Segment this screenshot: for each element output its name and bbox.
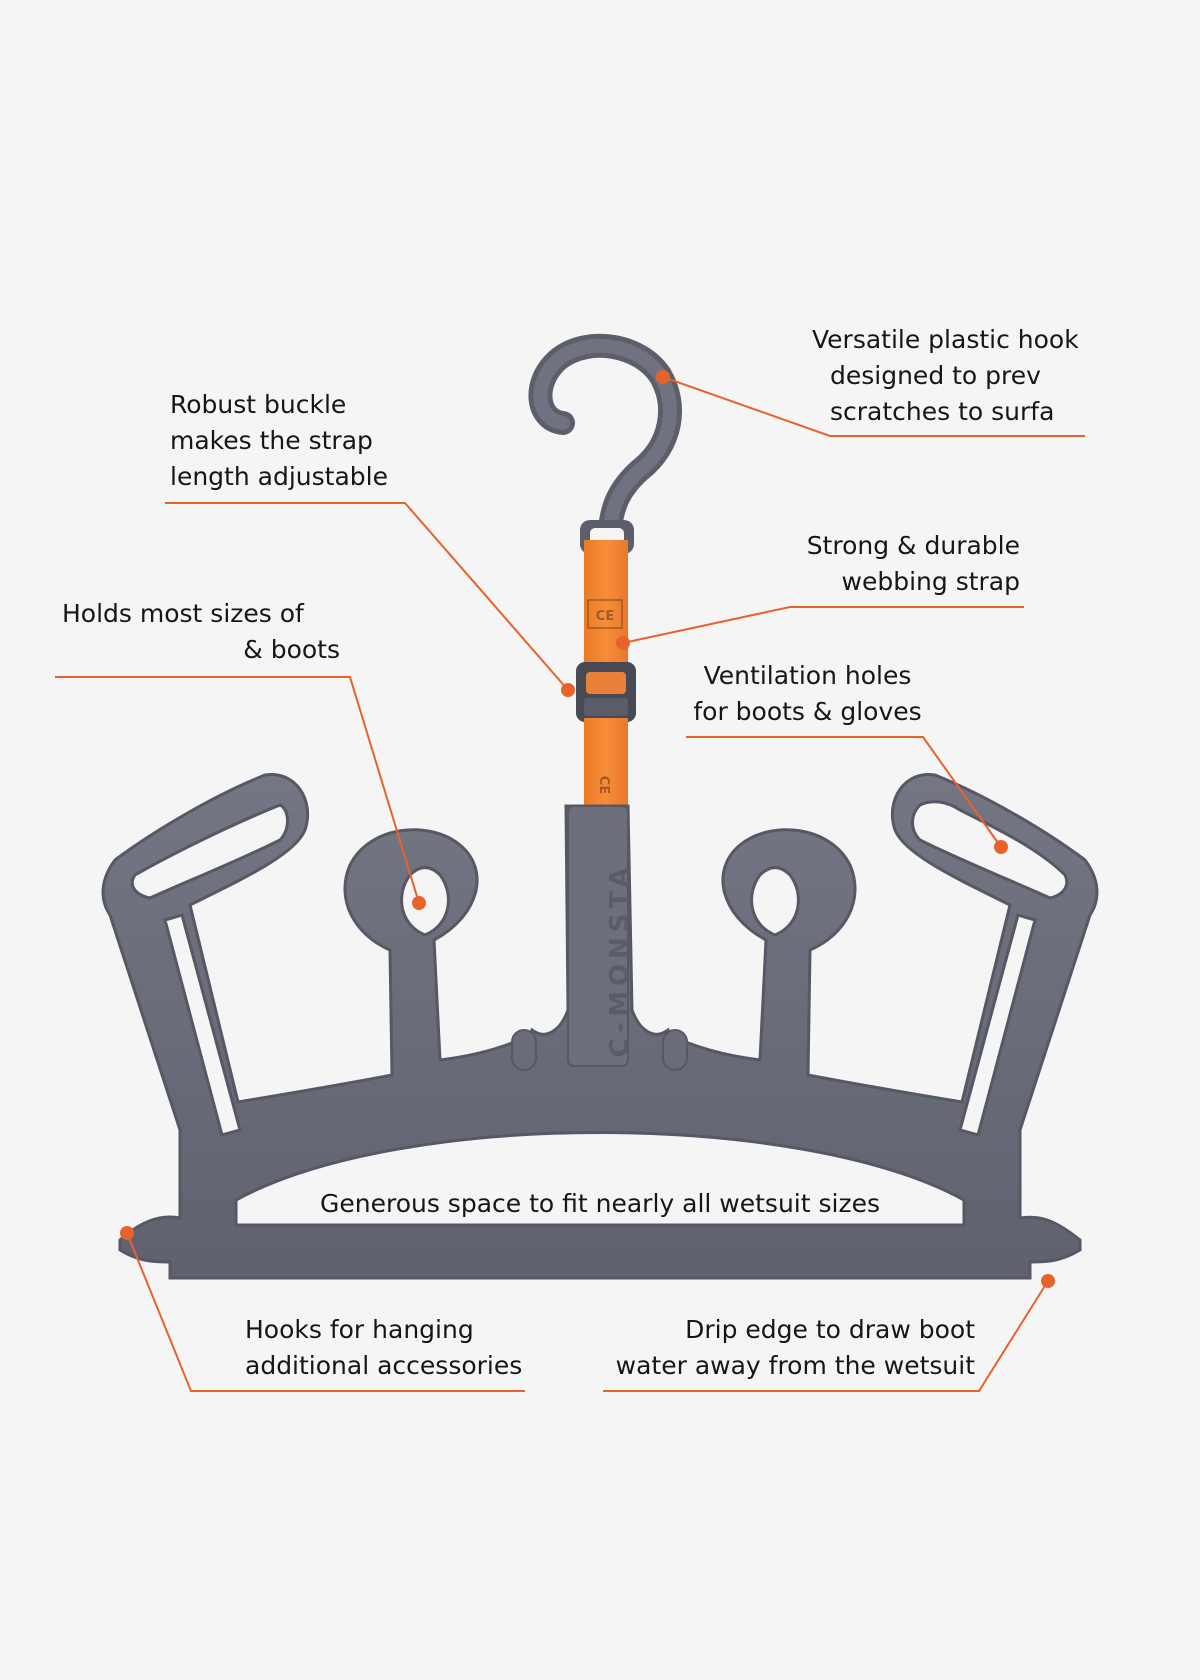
callout-drip-line-1: Drip edge to draw boot <box>685 1315 975 1344</box>
hanger-brand-text: C-MONSTA <box>605 863 635 1058</box>
callout-dot-ventilation <box>994 840 1008 854</box>
callout-space: Generous space to fit nearly all wetsuit… <box>300 1186 900 1222</box>
callout-gloves-line-2: & boots <box>243 635 340 664</box>
callout-buckle-line-1: Robust buckle <box>170 390 347 419</box>
callout-ventilation: Ventilation holes for boots & gloves <box>680 658 935 730</box>
callout-gloves: Holds most sizes of & boots <box>40 596 340 668</box>
callout-ventilation-line-1: Ventilation holes <box>703 661 912 690</box>
callout-dot-hook <box>656 370 670 384</box>
callout-drip-edge: Drip edge to draw boot water away from t… <box>600 1312 975 1384</box>
callout-buckle: Robust buckle makes the strap length adj… <box>170 387 470 495</box>
callout-gloves-line-1: Holds most sizes of <box>62 599 304 628</box>
callout-line-gloves <box>55 676 420 904</box>
callout-lines <box>55 376 1085 1392</box>
callout-line-hook <box>662 376 1085 437</box>
callout-dot-accessory <box>120 1226 134 1240</box>
center-post <box>567 805 629 1067</box>
callout-accessory-line-2: additional accessories <box>245 1351 523 1380</box>
strap-logo-lower: CE <box>596 776 611 794</box>
strap-logo-upper: CE <box>587 599 623 629</box>
strap-logo-text-lower: CE <box>596 776 611 794</box>
drip-finger-left <box>511 1029 537 1071</box>
callout-dot-buckle <box>561 683 575 697</box>
callout-dot-gloves <box>412 896 426 910</box>
callout-line-drip <box>603 1280 1049 1392</box>
callout-accessory-line-1: Hooks for hanging <box>245 1315 474 1344</box>
callout-hook-line-1: Versatile plastic hook <box>812 325 1079 354</box>
callout-strap-line-2: webbing strap <box>841 567 1020 596</box>
callout-space-text: Generous space to fit nearly all wetsuit… <box>319 1189 880 1218</box>
webbing-strap <box>584 540 628 675</box>
callout-line-accessory <box>126 1232 525 1392</box>
callout-dots <box>120 370 1055 1288</box>
callout-drip-line-2: water away from the wetsuit <box>615 1351 975 1380</box>
drip-finger-right <box>662 1029 688 1071</box>
callout-dot-strap <box>616 636 630 650</box>
callout-line-strap <box>622 606 1024 644</box>
callout-hook-line-3: scratches to surfa <box>830 397 1055 426</box>
callout-accessory-hooks: Hooks for hanging additional accessories <box>245 1312 545 1384</box>
callout-hook: Versatile plastic hook designed to prev … <box>812 322 1090 430</box>
callout-strap: Strong & durable webbing strap <box>760 528 1020 600</box>
callout-hook-line-2: designed to prev <box>830 361 1041 390</box>
callout-line-ventilation <box>686 736 1002 848</box>
callout-buckle-line-2: makes the strap <box>170 426 373 455</box>
callout-ventilation-line-2: for boots & gloves <box>693 697 922 726</box>
callout-strap-line-1: Strong & durable <box>806 531 1020 560</box>
callout-dot-drip <box>1041 1274 1055 1288</box>
callout-line-buckle <box>165 502 569 691</box>
strap-logo-text-upper: CE <box>596 609 614 624</box>
callout-buckle-line-3: length adjustable <box>170 462 388 491</box>
